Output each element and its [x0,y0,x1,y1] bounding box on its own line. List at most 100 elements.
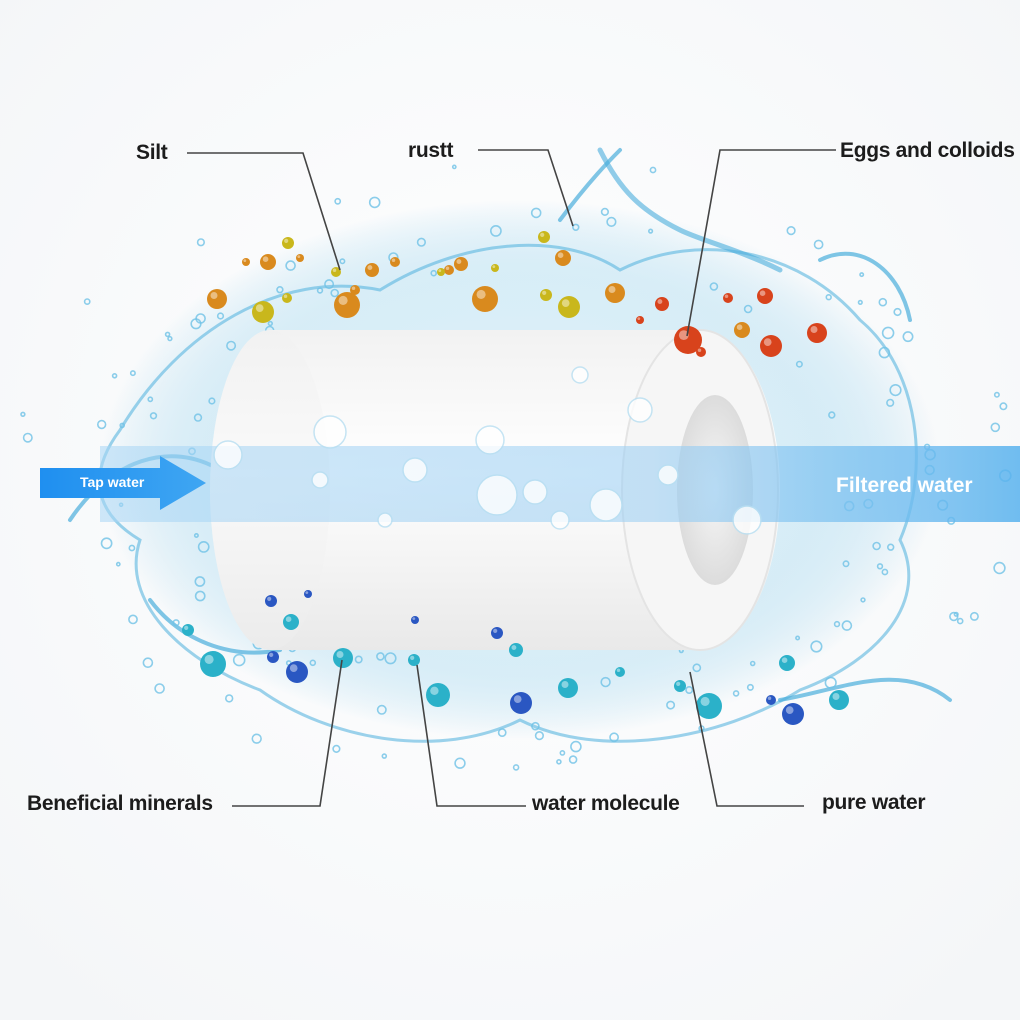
water-molecule-particle [200,651,226,677]
colloid-particle-highlight [724,294,729,298]
water-molecule-particle-highlight [700,696,710,706]
water-molecule-particle-highlight [781,657,788,663]
splash-droplet [100,537,113,550]
splash-droplet [267,320,273,327]
water-molecule-particle [408,654,420,666]
silt-particle [365,263,379,277]
splash-droplet [339,258,346,265]
rust-particle-highlight [332,268,337,272]
colloid-particle-highlight [637,317,641,320]
label-beneficial-minerals: Beneficial minerals [27,792,213,815]
splash-droplet [129,370,136,377]
colloid-particle [636,316,644,324]
splash-droplet [22,432,33,443]
splash-droplet [530,207,542,219]
splash-droplet [600,207,610,216]
mineral-particle [766,695,776,705]
splash-droplet [20,411,26,417]
splash-droplet [83,298,91,305]
splash-droplet [795,360,803,368]
water-molecule-particle-highlight [336,651,344,658]
silt-particle [555,250,571,266]
splash-droplet [332,744,341,754]
silt-leader [187,152,341,271]
water-bubble [657,464,679,486]
rust-particle-highlight [284,238,289,243]
splash-droplet [786,226,796,236]
water-molecule-particle [558,678,578,698]
label-rust: rustt [408,139,454,162]
silt-particle [454,257,468,271]
rust-particle-highlight [438,269,442,272]
water-molecule-particle-highlight [561,681,569,688]
splash-droplet [570,740,582,753]
rust-particle [252,301,274,323]
splash-droplet [568,755,578,764]
splash-droplet [164,331,171,338]
water-bubble [476,474,518,516]
splash-droplet [285,260,296,271]
water-bubble [627,397,653,423]
splash-droplet [111,372,118,379]
splash-droplet [232,653,246,667]
water-molecule-particle-highlight [410,655,415,661]
mineral-particle [510,692,532,714]
splash-droplet [606,216,617,227]
water-molecule-particle-highlight [616,668,621,672]
rust-particle-highlight [561,299,570,307]
splash-droplet [990,422,1001,433]
water-bubble [377,512,393,528]
mineral-particle-highlight [269,652,274,658]
silt-particle-highlight [243,259,247,262]
mineral-particle-highlight [493,628,498,634]
splash-droplet [416,237,427,247]
water-bubble [522,479,548,505]
label-pure-water: pure water [822,791,926,814]
splash-droplet [172,619,180,627]
water-bubble [589,488,623,522]
leader-lines [187,149,836,807]
splash-droplet [813,239,824,250]
splash-droplet [825,294,832,301]
splash-droplet [276,286,284,294]
splash-droplet [572,223,580,232]
rust-leader [478,149,574,227]
water-bubble [213,440,243,470]
splash-droplet [842,560,850,568]
silt-particle-highlight [445,266,450,270]
splash-droplet [857,299,863,306]
rust-particle-highlight [492,265,496,268]
water-molecule-particle [674,680,686,692]
splash-droplet [746,683,754,691]
splash-droplet [878,297,888,307]
rust-particle-highlight [542,290,547,295]
silt-particle [605,283,625,303]
silt-particle [472,286,498,312]
mineral-particle-highlight [267,596,272,602]
water-molecule-particle-highlight [511,645,517,650]
rust-particle-highlight [283,294,288,298]
splash-droplet [534,730,545,741]
colloid-particle-highlight [678,330,689,340]
silt-particle [260,254,276,270]
splash-droplet [876,563,884,570]
water-molecule-particle-highlight [676,681,681,687]
splash-droplet [368,196,381,209]
splash-droplet [893,307,902,317]
colloid-particle [807,323,827,343]
silt-particle [242,258,250,266]
splash-droplet [860,597,866,603]
colloid-particle [760,335,782,357]
mineral-particle [286,661,308,683]
water-bubble [311,471,329,489]
splash-droplet [709,282,719,291]
silt-particle-highlight [391,258,396,262]
splash-droplet [147,396,154,403]
splash-droplet [609,732,619,743]
splash-droplet [833,620,841,628]
splash-droplet [881,568,889,576]
tap-water-label: Tap water [80,474,145,490]
silt-particle [350,285,360,295]
water-bubble [550,510,570,530]
mineral-particle-highlight [767,696,772,700]
